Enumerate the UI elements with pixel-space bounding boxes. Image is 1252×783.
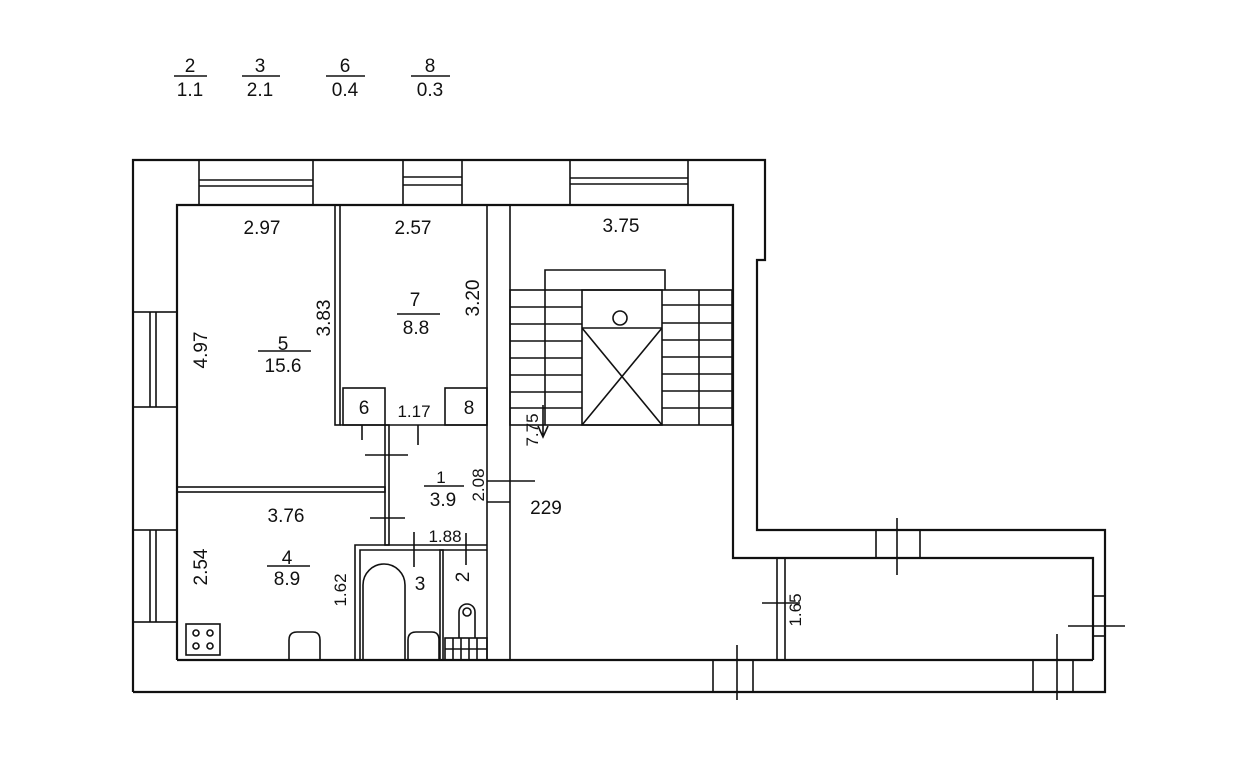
- room-number: 5: [278, 334, 289, 355]
- dim-label: 3.20: [463, 280, 484, 317]
- room-number: 3: [415, 574, 426, 595]
- legend-item: 3 2.1: [242, 56, 280, 101]
- legend-item: 6 0.4: [326, 56, 365, 101]
- room-area: 3.9: [430, 490, 456, 511]
- dim-label: 3.83: [314, 300, 335, 337]
- dim-label: 2.97: [244, 218, 281, 239]
- stove-icon: [185, 623, 221, 656]
- legend-room: 6: [340, 56, 351, 77]
- dim-label: 3.75: [603, 216, 640, 237]
- legend-room: 8: [425, 56, 436, 77]
- legend-item: 2 1.1: [174, 56, 207, 101]
- dim-label: 1.88: [428, 527, 461, 546]
- legend-room: 3: [255, 56, 266, 77]
- outer-walls: [131, 158, 1107, 694]
- dim-label: 1.65: [786, 593, 805, 626]
- sink-icon: [288, 631, 321, 660]
- legend-item: 8 0.3: [411, 56, 450, 101]
- dim-label: 1.62: [331, 573, 350, 606]
- closet-6: [342, 387, 386, 426]
- area-legend: 2 1.1 3 2.1 6 0.4 8 0.3: [174, 56, 450, 101]
- dim-label: 1.17: [397, 402, 430, 421]
- dim-label: 2.08: [469, 468, 488, 501]
- dimension-labels: 2.97 4.97 3.83 5 15.6 2.57 3.20 7 8.8 6 …: [191, 216, 805, 627]
- dim-label: 3.76: [268, 506, 305, 527]
- legend-area: 0.3: [417, 80, 443, 101]
- room-number: 6: [359, 398, 370, 419]
- dim-label: 229: [530, 498, 562, 519]
- dim-label: 2.54: [191, 548, 212, 585]
- fixtures: [185, 563, 488, 661]
- room-area: 8.8: [403, 318, 429, 339]
- partitions: [176, 204, 1125, 700]
- room-number: 8: [464, 398, 475, 419]
- arrow-down-icon: [537, 405, 549, 439]
- room-number: 2: [453, 572, 474, 583]
- windows: [132, 159, 1106, 693]
- dim-label: 7.75: [523, 413, 542, 446]
- room-number: 7: [410, 290, 421, 311]
- closet-8: [444, 387, 488, 426]
- elevator-shaft: [581, 289, 663, 426]
- sink-icon: [407, 631, 440, 660]
- bathtub-icon: [362, 563, 406, 660]
- legend-room: 2: [185, 56, 196, 77]
- room-area: 8.9: [274, 569, 300, 590]
- dim-label: 2.57: [395, 218, 432, 239]
- legend-area: 0.4: [332, 80, 359, 101]
- legend-area: 2.1: [247, 80, 273, 101]
- room-area: 15.6: [265, 356, 302, 377]
- dim-label: 4.97: [191, 332, 212, 369]
- legend-area: 1.1: [177, 80, 203, 101]
- room-number: 1: [436, 468, 445, 487]
- staircase: [509, 269, 733, 439]
- room-number: 4: [282, 548, 293, 569]
- toilet-icon: [458, 603, 476, 638]
